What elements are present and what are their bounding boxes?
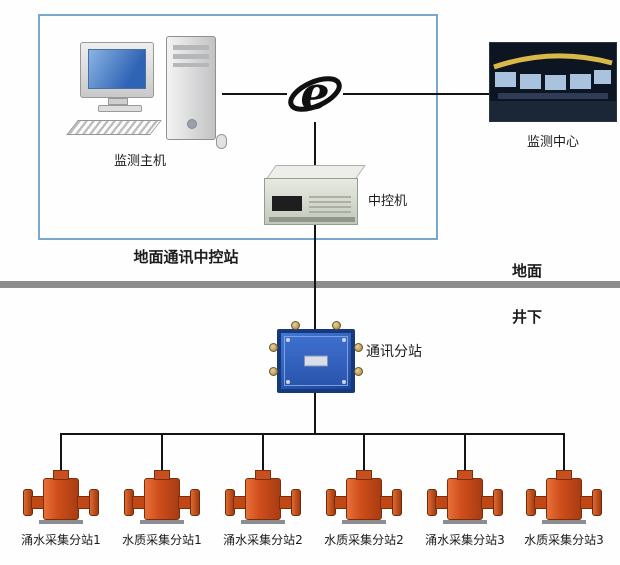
monitor-icon xyxy=(80,42,154,98)
sensor-label-6: 水质采集分站3 xyxy=(524,533,604,547)
sensor-base xyxy=(39,520,83,524)
sensor-bus-line xyxy=(60,433,565,435)
sensor-label-2: 水质采集分站1 xyxy=(122,533,202,547)
svg-text:e: e xyxy=(300,66,329,120)
control-room-photo xyxy=(489,42,617,122)
monitoring-center-label: 监测中心 xyxy=(526,135,579,150)
monitoring-host-label: 监测主机 xyxy=(113,154,166,169)
sensor-terminal-cap xyxy=(255,470,271,480)
sensor-label-5: 涌水采集分站3 xyxy=(425,533,505,547)
sensor-body xyxy=(43,478,79,520)
cable-gland xyxy=(269,343,278,352)
sensor-device-5 xyxy=(427,470,503,525)
sensor-device-6 xyxy=(526,470,602,525)
sensor-base xyxy=(342,520,386,524)
cable-gland xyxy=(354,367,363,376)
sensor-device-1 xyxy=(23,470,99,525)
sensor-drop-line-3 xyxy=(262,433,264,473)
keyboard-icon xyxy=(66,120,162,135)
ground-station-boundary xyxy=(38,14,438,240)
computer-tower-icon xyxy=(166,36,216,140)
ground-station-label: 地面通讯中控站 xyxy=(133,248,239,266)
sensor-drop-line-2 xyxy=(161,433,163,473)
link-internet-server xyxy=(314,94,316,168)
sensor-label-3: 涌水采集分站2 xyxy=(223,533,303,547)
flange-icon xyxy=(89,489,99,516)
communication-substation-label: 通讯分站 xyxy=(366,344,422,360)
sensor-base xyxy=(443,520,487,524)
rack-server-icon xyxy=(264,165,366,226)
sensor-body xyxy=(447,478,483,520)
cable-gland xyxy=(291,321,300,330)
substation-nameplate xyxy=(304,355,328,367)
flange-icon xyxy=(592,489,602,516)
surface-divider-bar xyxy=(0,281,620,288)
monitor-neck xyxy=(108,98,128,105)
junction-box-icon xyxy=(269,321,363,393)
underground-label: 井下 xyxy=(512,308,543,326)
server-top-face xyxy=(266,165,366,179)
cable-gland xyxy=(332,321,341,330)
server-front-face xyxy=(264,178,358,225)
desktop-computer-icon xyxy=(66,36,230,150)
sensor-drop-line-1 xyxy=(60,433,62,473)
monitor-screen xyxy=(88,49,146,89)
flange-icon xyxy=(493,489,503,516)
sensor-base xyxy=(140,520,184,524)
substation-screw xyxy=(342,380,346,384)
sensor-terminal-cap xyxy=(356,470,372,480)
sensor-device-4 xyxy=(326,470,402,525)
flange-icon xyxy=(392,489,402,516)
cable-gland xyxy=(354,343,363,352)
sensor-body xyxy=(245,478,281,520)
sensor-body xyxy=(346,478,382,520)
substation-panel xyxy=(284,336,348,386)
sensor-drop-line-6 xyxy=(563,433,565,473)
sensor-device-3 xyxy=(225,470,301,525)
sensor-base xyxy=(241,520,285,524)
sensor-base xyxy=(542,520,586,524)
sensor-label-1: 涌水采集分站1 xyxy=(21,533,101,547)
server-drive-slot xyxy=(272,196,302,211)
sensor-terminal-cap xyxy=(53,470,69,480)
flange-icon xyxy=(291,489,301,516)
flange-icon xyxy=(190,489,200,516)
link-substation-bus xyxy=(314,391,316,435)
sensor-drop-line-4 xyxy=(363,433,365,473)
substation-screw xyxy=(342,338,346,342)
sensor-terminal-cap xyxy=(457,470,473,480)
sensor-terminal-cap xyxy=(154,470,170,480)
substation-screw xyxy=(286,338,290,342)
sensor-body xyxy=(144,478,180,520)
sensor-body xyxy=(546,478,582,520)
substation-screw xyxy=(286,380,290,384)
link-server-substation xyxy=(314,224,316,330)
link-host-internet-center xyxy=(222,93,489,95)
sensor-drop-line-5 xyxy=(464,433,466,473)
monitor-foot xyxy=(98,105,142,112)
internet-e-icon: e xyxy=(287,64,343,122)
sensor-terminal-cap xyxy=(556,470,572,480)
cable-gland xyxy=(269,367,278,376)
server-bottom-strip xyxy=(269,217,355,222)
surface-label: 地面 xyxy=(512,262,543,280)
mouse-icon xyxy=(216,134,227,149)
central-control-server-label: 中控机 xyxy=(368,194,408,209)
sensor-device-2 xyxy=(124,470,200,525)
sensor-label-4: 水质采集分站2 xyxy=(324,533,404,547)
server-vents xyxy=(309,195,351,213)
